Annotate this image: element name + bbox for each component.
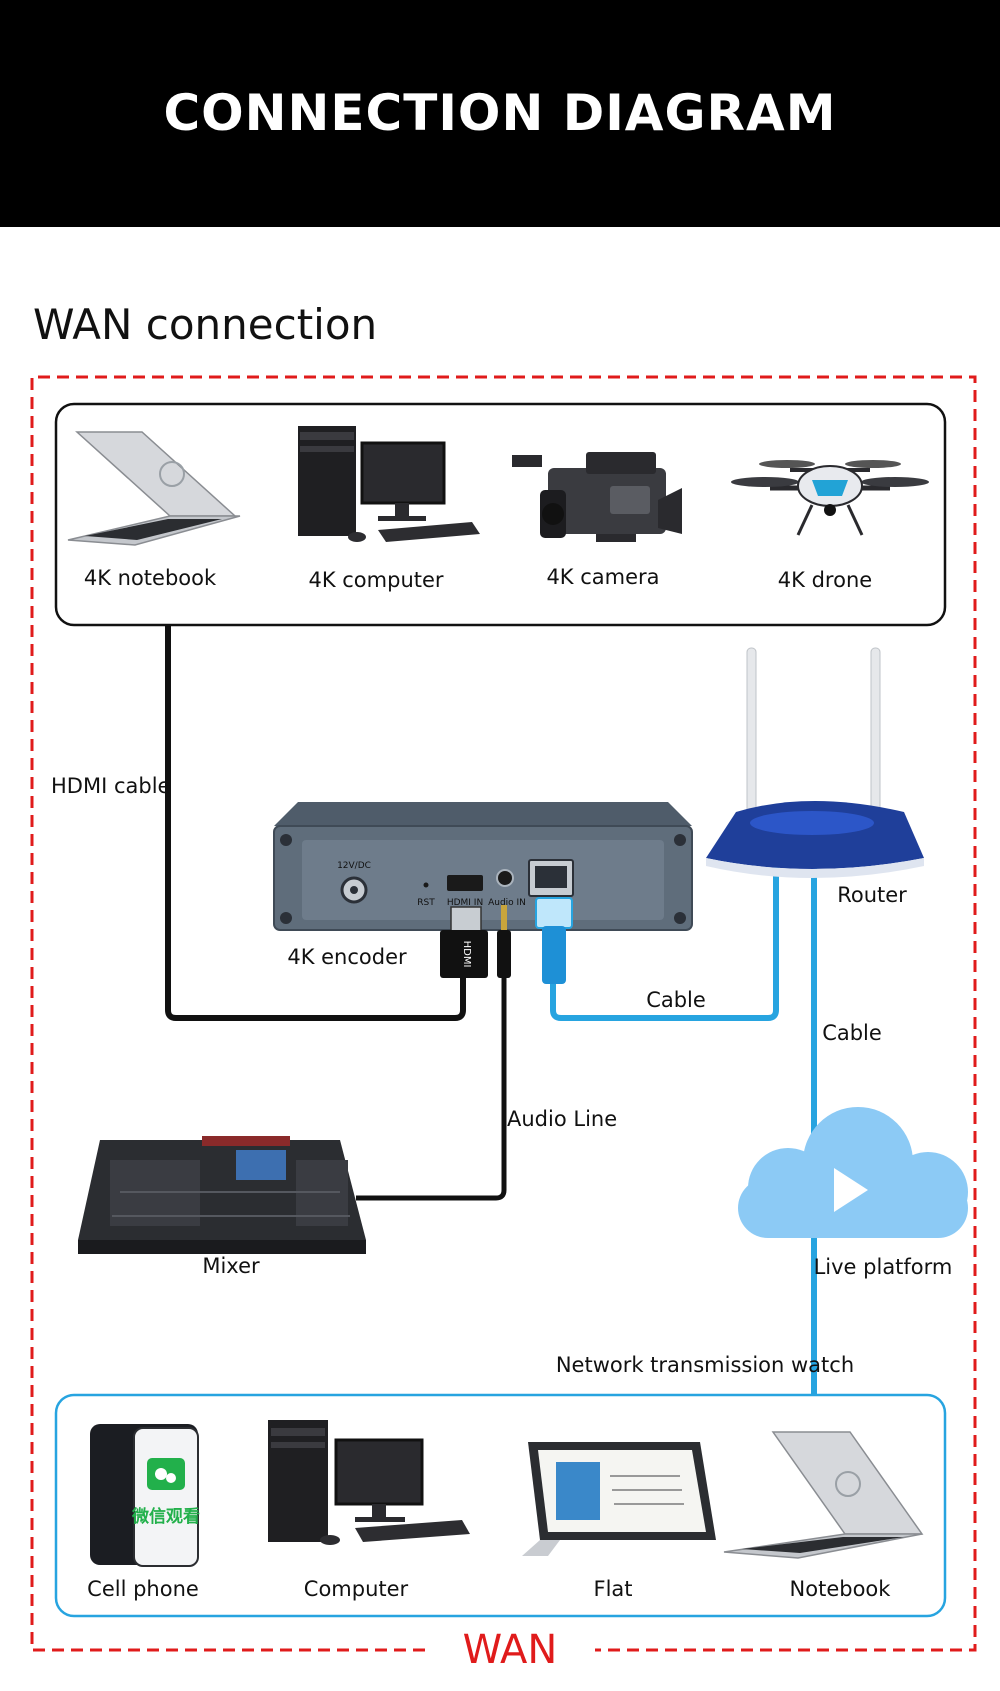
audio-line [356,975,507,1201]
mixer-icon [78,1136,366,1254]
source-camera-label: 4K camera [546,565,659,589]
play-icon [834,1168,868,1212]
encoder-icon [273,802,693,931]
wan-cable-label: Cable [822,1021,882,1045]
laptop-icon [723,1431,924,1559]
viewer-computer-label: Computer [304,1577,409,1601]
wan-frame [30,375,977,1652]
audio-line-label: Audio Line [507,1107,617,1131]
source-computer-label: 4K computer [308,568,443,592]
hdmi-plug-text: HDMI [461,941,472,968]
source-drone-label: 4K drone [778,568,872,592]
source-notebook-label: 4K notebook [84,566,217,590]
lan-cable-label: Cable [646,988,706,1012]
viewer-phone-label: Cell phone [87,1577,199,1601]
mixer-label: Mixer [202,1254,260,1278]
network-transmission-label: Network transmission watch [556,1353,854,1377]
encoder-label: 4K encoder [287,945,407,969]
cell-phone-icon [90,1424,199,1567]
port-reset-label: RST [417,898,435,908]
port-hdmi-label: HDMI IN [447,898,483,908]
desktop-computer-icon [268,1420,470,1545]
drone-icon [731,460,929,536]
port-power-label: 12V/DC [337,861,371,871]
live-platform-label: Live platform [814,1255,953,1279]
port-audio-label: Audio IN [488,898,526,908]
viewer-flat-label: Flat [593,1577,632,1601]
desktop-computer-icon [298,426,480,542]
laptop-icon [67,431,241,546]
cloud-platform-icon [738,1107,968,1238]
hdmi-cable-label: HDMI cable [51,774,170,798]
audio-jack-icon [497,905,511,978]
video-camera-icon [512,452,682,542]
phone-screen-text: 微信观看 [131,1506,200,1527]
header-bar [0,0,1000,227]
page-title: CONNECTION DIAGRAM [163,84,837,142]
viewer-notebook-label: Notebook [790,1577,892,1601]
source-devices-box [54,402,947,627]
rj45-connector-icon [535,897,573,984]
hdmi-plug-icon [440,906,488,978]
router-icon [706,647,924,878]
tablet-icon [522,1442,716,1556]
wan-frame-label: WAN [463,1627,558,1673]
router-label: Router [837,883,907,907]
section-title: WAN connection [33,300,378,349]
hdmi-cable-line [165,625,466,1021]
lan-cable-line [550,865,779,1021]
